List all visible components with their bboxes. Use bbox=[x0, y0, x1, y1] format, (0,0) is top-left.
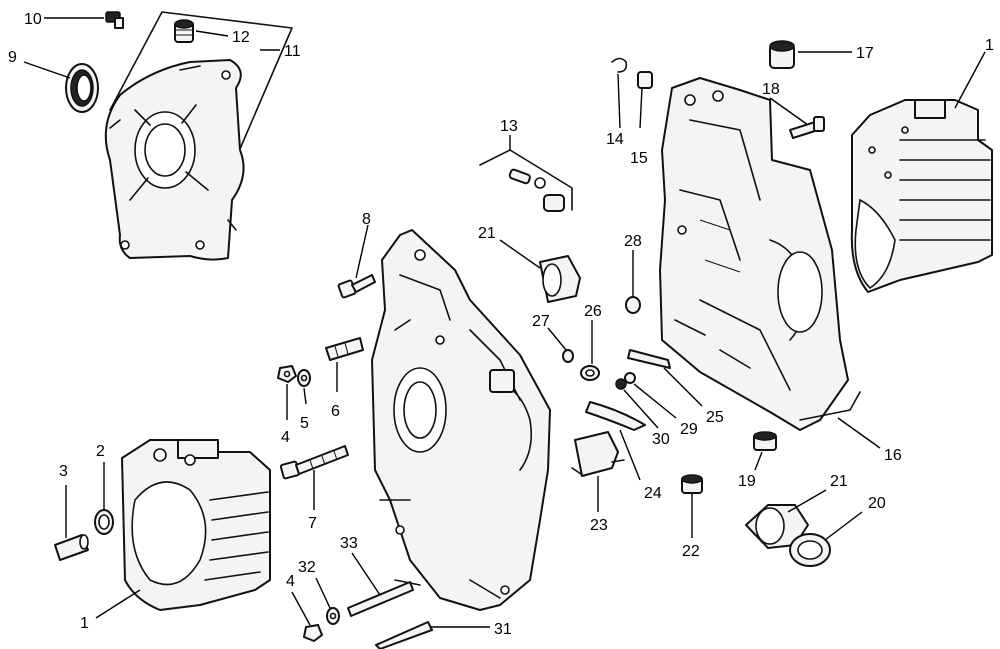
callout-21-lower: 21 bbox=[830, 473, 848, 490]
long-bolt-part-7 bbox=[279, 445, 349, 480]
callout-15: 15 bbox=[630, 150, 648, 167]
fitting-part-15 bbox=[637, 71, 653, 89]
washer-part-5 bbox=[297, 369, 311, 387]
washer-part-32 bbox=[326, 607, 340, 625]
screw-part-10 bbox=[105, 11, 124, 29]
callout-8: 8 bbox=[362, 211, 371, 228]
callout-1-lower: 1 bbox=[80, 615, 89, 632]
callout-22: 22 bbox=[682, 543, 700, 560]
bearing-part-21-lower bbox=[745, 504, 809, 549]
seal-part-20 bbox=[789, 533, 831, 567]
callout-4-lower: 4 bbox=[286, 573, 295, 590]
stud-part-33 bbox=[347, 581, 414, 617]
callout-20: 20 bbox=[868, 495, 886, 512]
callout-23: 23 bbox=[590, 517, 608, 534]
callout-25: 25 bbox=[706, 409, 724, 426]
ring-part-2 bbox=[94, 509, 114, 535]
callout-28: 28 bbox=[624, 233, 642, 250]
o-ring-part-27 bbox=[562, 349, 574, 363]
callout-5: 5 bbox=[300, 415, 309, 432]
callout-2: 2 bbox=[96, 443, 105, 460]
block-part-23 bbox=[571, 431, 625, 477]
callout-19: 19 bbox=[738, 473, 756, 490]
stud-part-6 bbox=[325, 337, 364, 361]
plug-part-19 bbox=[753, 431, 777, 451]
callout-9: 9 bbox=[8, 49, 17, 66]
callout-4-upper: 4 bbox=[281, 429, 290, 446]
spring-ball-part-13 bbox=[479, 149, 573, 212]
callout-3: 3 bbox=[59, 463, 68, 480]
cap-part-22 bbox=[681, 474, 703, 494]
callout-18: 18 bbox=[762, 81, 780, 98]
callout-11: 11 bbox=[284, 43, 301, 60]
oil-seal-part-9 bbox=[65, 63, 99, 113]
callout-24: 24 bbox=[644, 485, 662, 502]
callout-26: 26 bbox=[584, 303, 602, 320]
plug-part-17 bbox=[769, 40, 795, 69]
callout-33: 33 bbox=[340, 535, 358, 552]
bearing-part-21-upper bbox=[539, 255, 581, 303]
plug-part-28 bbox=[625, 296, 641, 314]
callout-7: 7 bbox=[308, 515, 317, 532]
nut-part-4-lower bbox=[303, 624, 323, 642]
dowel-pin-part-3 bbox=[54, 534, 89, 561]
callout-12: 12 bbox=[232, 29, 250, 46]
clip-part-14 bbox=[611, 57, 628, 73]
cylinder-part-1-upper bbox=[850, 99, 993, 293]
leader-lines bbox=[23, 17, 986, 628]
callout-32: 32 bbox=[298, 559, 316, 576]
plug-part-12 bbox=[174, 19, 194, 43]
callout-14: 14 bbox=[606, 131, 624, 148]
callout-17: 17 bbox=[856, 45, 874, 62]
callout-6: 6 bbox=[331, 403, 340, 420]
callout-31: 31 bbox=[494, 621, 512, 638]
callout-labels: 10 12 11 9 17 1 18 14 15 13 8 21 28 27 2… bbox=[8, 11, 994, 638]
bolt-part-18 bbox=[789, 116, 825, 139]
screw-part-30 bbox=[615, 378, 627, 390]
callout-29: 29 bbox=[680, 421, 698, 438]
ring-part-26 bbox=[580, 365, 600, 381]
callout-30: 30 bbox=[652, 431, 670, 448]
shield-part-24 bbox=[585, 401, 646, 431]
crankcase-center bbox=[371, 229, 551, 611]
callout-1-upper: 1 bbox=[985, 37, 994, 54]
callout-16: 16 bbox=[884, 447, 902, 464]
nut-part-4-upper bbox=[277, 365, 297, 383]
cover-plate-part-11 bbox=[104, 11, 293, 261]
cylinder-part-1-lower bbox=[121, 439, 271, 611]
callout-21-upper: 21 bbox=[478, 225, 496, 242]
stud-part-31 bbox=[375, 621, 433, 649]
fitting-part-29 bbox=[624, 372, 636, 384]
callout-13: 13 bbox=[500, 118, 518, 135]
callout-27: 27 bbox=[532, 313, 550, 330]
crankcase-half-part-16 bbox=[659, 77, 861, 431]
bolt-part-8 bbox=[337, 274, 376, 299]
tube-part-25 bbox=[627, 349, 671, 369]
callout-10: 10 bbox=[24, 11, 42, 28]
